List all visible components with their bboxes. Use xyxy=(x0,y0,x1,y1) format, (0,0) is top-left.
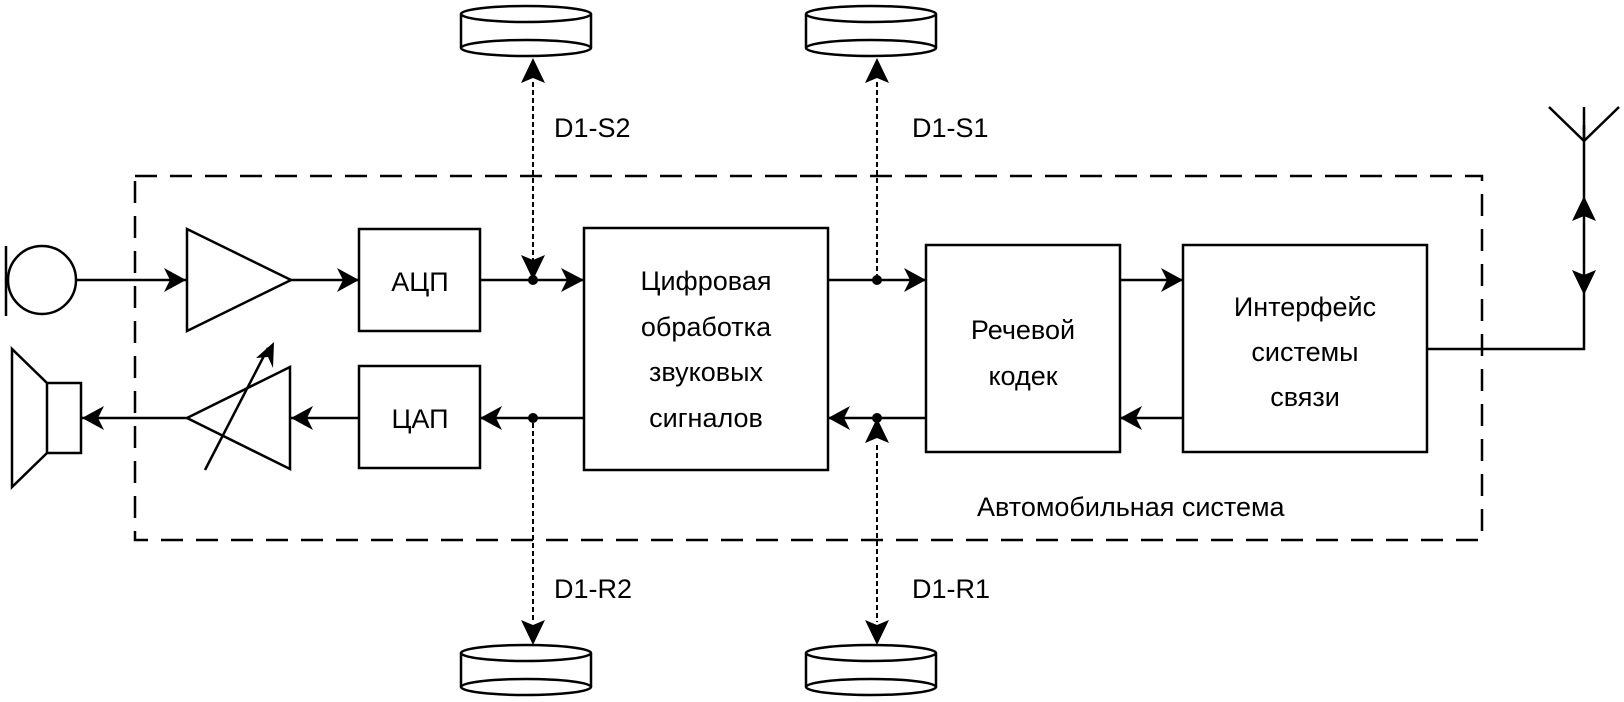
arrow-icon xyxy=(480,406,502,430)
arrow-icon xyxy=(1161,268,1183,292)
codec-label-line-1: Речевой xyxy=(971,315,1075,345)
storage-disk-icon xyxy=(459,643,593,697)
interface-label-line-3: связи xyxy=(1270,382,1340,412)
arrow-icon xyxy=(561,268,584,292)
storage-disk-icon xyxy=(804,643,938,697)
arrow-icon xyxy=(828,406,850,430)
antenna-icon xyxy=(1548,106,1620,142)
interface-label-line-2: системы xyxy=(1251,337,1358,367)
antenna-feed-line xyxy=(1427,125,1586,351)
speech-codec-block: Речевой кодек xyxy=(924,243,1122,454)
adc-block: АЦП xyxy=(357,227,482,333)
junction-dot xyxy=(528,413,538,423)
test-point-d1-r2[interactable]: D1-R2 xyxy=(459,423,632,697)
test-point-d1-s1[interactable]: D1-S1 xyxy=(804,4,989,275)
arrow-up-icon xyxy=(1572,196,1596,221)
system-boundary-label: Автомобильная система xyxy=(977,492,1286,522)
test-point-label: D1-R2 xyxy=(554,574,632,604)
variable-amplifier-icon xyxy=(184,342,292,472)
dsp-block: Цифровая обработка звуковых сигналов xyxy=(582,226,830,472)
codec-label-line-2: кодек xyxy=(988,361,1057,391)
junction-dot xyxy=(872,275,882,285)
dsp-label-line-2: обработка xyxy=(641,312,772,342)
system-boundary xyxy=(133,174,1484,542)
dac-label: ЦАП xyxy=(391,404,448,434)
adc-label: АЦП xyxy=(391,267,448,297)
loudspeaker-icon xyxy=(10,346,83,490)
storage-disk-icon xyxy=(804,4,938,58)
dac-block: ЦАП xyxy=(357,364,482,470)
arrow-icon xyxy=(164,268,186,292)
comm-interface-block: Интерфейс системы связи xyxy=(1181,243,1429,454)
test-point-label: D1-S1 xyxy=(912,113,989,143)
test-point-d1-r1[interactable]: D1-R1 xyxy=(804,418,990,697)
dsp-label-line-4: сигналов xyxy=(649,403,763,433)
test-point-label: D1-S2 xyxy=(554,113,631,143)
amplifier-icon xyxy=(185,226,294,334)
storage-disk-icon xyxy=(459,4,593,58)
arrow-icon xyxy=(1120,406,1142,430)
dsp-label-line-3: звуковых xyxy=(649,357,764,387)
arrow-down-icon xyxy=(1572,270,1596,295)
interface-label-line-1: Интерфейс xyxy=(1234,292,1376,322)
test-point-label: D1-R1 xyxy=(912,574,990,604)
dsp-label-line-1: Цифровая xyxy=(641,266,772,296)
microphone-icon xyxy=(4,244,78,316)
test-point-d1-s2[interactable]: D1-S2 xyxy=(459,4,631,280)
arrow-icon xyxy=(82,406,104,430)
arrow-icon xyxy=(291,406,313,430)
arrow-icon xyxy=(337,268,359,292)
arrow-icon xyxy=(904,268,926,292)
